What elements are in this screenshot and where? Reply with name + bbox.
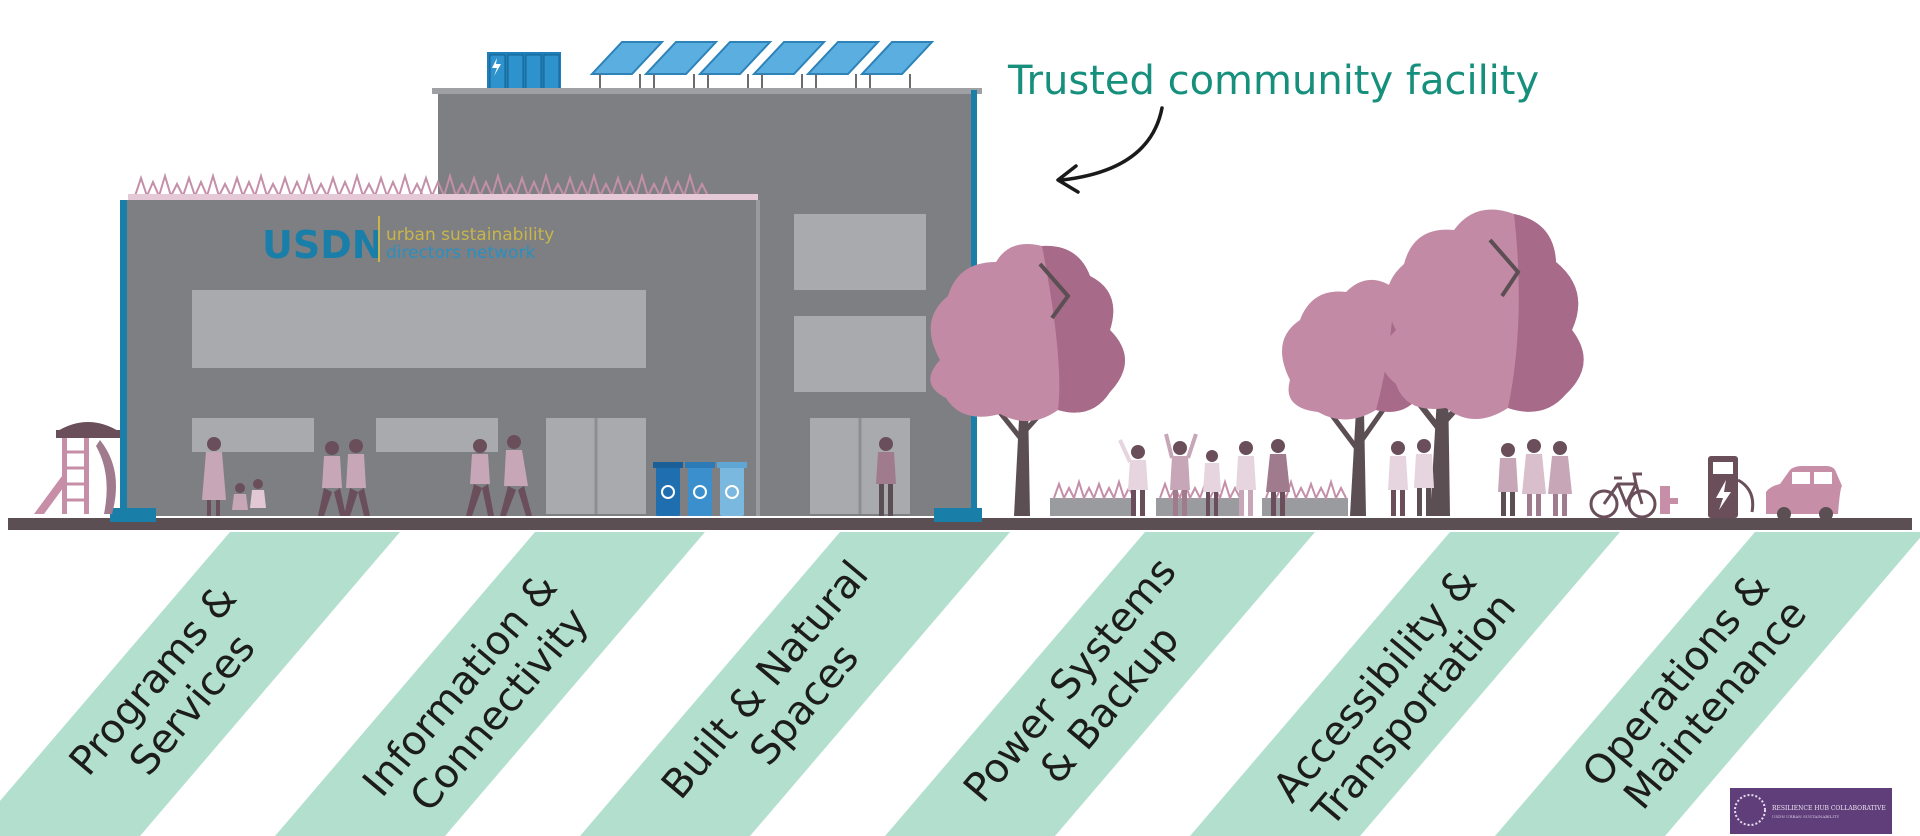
tree-1 [930,244,1125,516]
people-group-building [202,435,896,516]
pillar-label-5: Accessibility & Transportation [1264,549,1529,836]
callout: Trusted community facility [1007,58,1539,194]
ground-strip [8,518,1912,530]
callout-arrow-icon [1060,106,1164,182]
community-building: USDN urban sustainability directors netw… [110,88,982,522]
pillar-bands [0,532,1920,836]
logo-line2: directors network [386,243,535,263]
window-mid-right [794,316,926,392]
pillar-band-4 [885,532,1315,836]
pillar-band-5 [1190,532,1620,836]
bicycle-icon [1589,472,1657,519]
solar-panel-icon [589,41,935,92]
callout-text: Trusted community facility [1007,58,1539,104]
window-upper-right [794,214,926,290]
bench [1660,486,1678,514]
logo-abbr: USDN [262,223,384,267]
recycle-bin-icon [653,462,747,516]
pillar-band-3 [580,532,1010,836]
badge-subtitle: USDN URBAN SUSTAINABILITY [1772,814,1840,819]
network-globe-icon [1734,794,1766,826]
ev-charger-icon [1708,456,1755,518]
planters [1050,478,1348,516]
pillar-band-1 [0,532,400,836]
badge-title: RESILIENCE HUB COLLABORATIVE [1772,805,1886,812]
battery-icon [487,52,561,92]
car-icon [1766,466,1842,521]
tree-3 [1381,209,1584,516]
playground-slide [34,422,120,514]
people-group-park [1118,433,1572,516]
pillar-band-6 [1495,532,1920,836]
window-wide [192,290,646,368]
usdn-logo: USDN urban sustainability directors netw… [262,216,554,267]
pillar-band-2 [275,532,705,836]
collaborative-badge: RESILIENCE HUB COLLABORATIVE USDN URBAN … [1730,788,1892,834]
logo-line1: urban sustainability [386,225,554,245]
